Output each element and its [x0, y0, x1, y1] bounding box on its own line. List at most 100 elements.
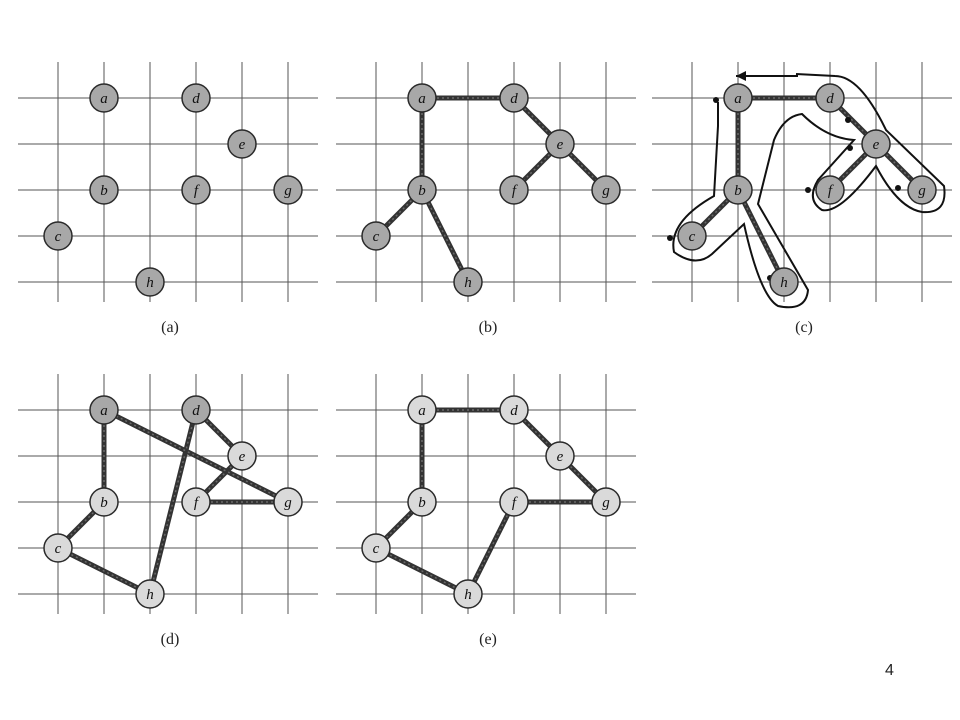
vertices-c: a b c d e f g h	[677, 83, 937, 297]
vertex-label-b: b	[418, 183, 426, 199]
vertex-e	[861, 129, 891, 159]
vertex-label-b: b	[734, 183, 742, 199]
vertex-c	[677, 221, 707, 251]
vertex-e	[227, 129, 257, 159]
vertex-label-e: e	[873, 137, 880, 153]
vertex-b	[723, 175, 753, 205]
vertex-label-a: a	[100, 403, 108, 419]
vertex-label-f: f	[194, 495, 200, 511]
vertices-d: a b c d e f g h	[43, 395, 303, 609]
panel-c: a b c d e f g h (c)	[652, 62, 952, 336]
walk-dot	[847, 145, 853, 151]
vertex-f	[499, 175, 529, 205]
vertex-label-f: f	[828, 183, 834, 199]
vertex-h	[453, 579, 483, 609]
vertex-label-d: d	[510, 91, 518, 107]
euler-walk-path	[672, 73, 946, 309]
vertex-label-f: f	[512, 183, 518, 199]
vertex-label-c: c	[55, 229, 62, 245]
vertex-label-f: f	[512, 495, 518, 511]
vertex-label-g: g	[284, 183, 292, 199]
vertex-f	[499, 487, 529, 517]
vertex-b	[89, 487, 119, 517]
vertex-a	[723, 83, 753, 113]
vertex-label-g: g	[284, 495, 292, 511]
vertex-label-a: a	[418, 91, 426, 107]
vertex-label-h: h	[146, 275, 154, 291]
panel-caption-c: (c)	[795, 319, 813, 336]
panel-caption-d: (d)	[161, 631, 180, 648]
vertex-label-b: b	[100, 183, 108, 199]
edge-texture	[57, 547, 151, 595]
vertex-a	[407, 395, 437, 425]
vertex-label-g: g	[602, 495, 610, 511]
vertex-label-g: g	[918, 183, 926, 199]
vertex-a	[89, 395, 119, 425]
vertex-d	[499, 83, 529, 113]
panel-caption-e: (e)	[479, 631, 497, 648]
walk-dot	[805, 187, 811, 193]
vertex-label-e: e	[557, 449, 564, 465]
panel-caption-b: (b)	[479, 319, 498, 336]
edge-texture	[149, 409, 197, 595]
vertex-label-h: h	[146, 587, 154, 603]
vertex-label-c: c	[689, 229, 696, 245]
edge-texture	[103, 409, 289, 503]
page-number: 4	[885, 662, 894, 679]
vertex-g	[273, 487, 303, 517]
vertex-a	[407, 83, 437, 113]
vertex-b	[89, 175, 119, 205]
vertex-label-b: b	[418, 495, 426, 511]
vertex-label-d: d	[192, 91, 200, 107]
panel-caption-a: (a)	[161, 319, 179, 336]
vertex-label-h: h	[780, 275, 788, 291]
vertex-d	[181, 83, 211, 113]
vertex-label-a: a	[418, 403, 426, 419]
grid-a	[18, 62, 318, 302]
vertex-label-d: d	[192, 403, 200, 419]
vertex-label-a: a	[734, 91, 742, 107]
edge-texture	[467, 501, 515, 595]
vertex-label-b: b	[100, 495, 108, 511]
vertex-c	[361, 221, 391, 251]
vertex-b	[407, 175, 437, 205]
vertex-label-e: e	[239, 449, 246, 465]
vertex-c	[43, 221, 73, 251]
vertex-h	[769, 267, 799, 297]
vertex-label-g: g	[602, 183, 610, 199]
vertex-e	[545, 441, 575, 471]
vertex-e	[545, 129, 575, 159]
vertex-label-a: a	[100, 91, 108, 107]
vertex-label-e: e	[557, 137, 564, 153]
vertex-g	[273, 175, 303, 205]
vertex-e	[227, 441, 257, 471]
vertex-g	[591, 487, 621, 517]
vertex-label-d: d	[826, 91, 834, 107]
vertex-g	[591, 175, 621, 205]
vertex-label-d: d	[510, 403, 518, 419]
vertex-h	[453, 267, 483, 297]
walk-arrowhead-icon	[736, 71, 746, 81]
vertex-c	[361, 533, 391, 563]
walk-dot	[667, 235, 673, 241]
vertex-label-c: c	[373, 229, 380, 245]
walk-dot	[845, 117, 851, 123]
vertex-label-c: c	[373, 541, 380, 557]
vertex-f	[815, 175, 845, 205]
vertex-f	[181, 175, 211, 205]
vertex-g	[907, 175, 937, 205]
vertex-b	[407, 487, 437, 517]
vertex-d	[499, 395, 529, 425]
vertex-label-c: c	[55, 541, 62, 557]
vertex-h	[135, 579, 165, 609]
vertex-d	[815, 83, 845, 113]
vertex-d	[181, 395, 211, 425]
edge-texture	[737, 189, 785, 283]
